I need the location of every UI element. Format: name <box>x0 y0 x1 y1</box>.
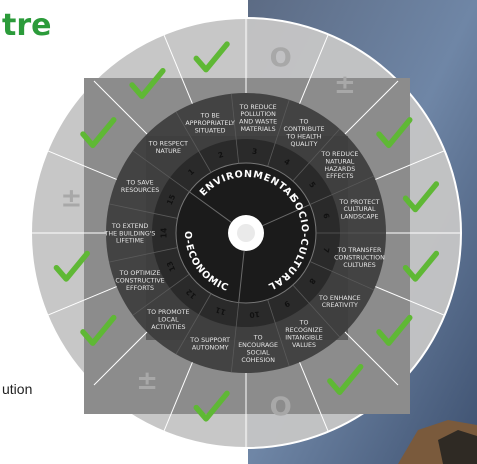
category-divider <box>238 250 245 303</box>
check-icon <box>53 250 90 282</box>
segment-divider <box>267 299 290 367</box>
segment-divider <box>175 293 212 355</box>
check-icon <box>129 67 166 99</box>
segment-divider <box>309 175 375 205</box>
segment-divider <box>230 302 240 373</box>
check-icon <box>376 314 413 346</box>
segment-divider <box>230 93 240 164</box>
outer-divider <box>375 150 445 180</box>
goal-number: 5 <box>307 180 317 190</box>
neutral-mark: O <box>270 43 292 73</box>
neutral-mark: O <box>270 393 292 423</box>
goal-number: 13 <box>165 260 177 273</box>
check-icon <box>402 250 440 282</box>
title-fragment: tre <box>2 8 52 43</box>
outer-divider <box>375 286 445 316</box>
outer-divider <box>93 331 148 386</box>
category-divider <box>189 191 232 223</box>
outer-divider <box>93 80 148 135</box>
outer-divider <box>47 150 117 180</box>
segment-dividers <box>108 93 386 373</box>
segment-divider <box>309 261 375 291</box>
segment-divider <box>108 247 178 263</box>
segment-divider <box>292 284 340 338</box>
check-icon <box>80 117 117 149</box>
outer-divider <box>344 331 399 386</box>
goal-number: 11 <box>214 305 227 317</box>
plus-minus-mark: ± <box>61 183 83 213</box>
goal-number: 4 <box>282 157 291 167</box>
outer-divider <box>47 286 117 316</box>
segment-divider <box>108 203 178 219</box>
goal-number: 1 <box>186 167 196 177</box>
segment-divider <box>132 150 190 193</box>
check-icon <box>376 117 413 149</box>
segment-divider <box>132 273 190 316</box>
goal-number: 9 <box>282 299 291 309</box>
outer-divider <box>299 362 329 432</box>
check-icon <box>193 41 230 73</box>
segment-divider <box>267 99 290 167</box>
side-text-fragment: ution <box>2 381 33 397</box>
check-icon <box>80 314 117 346</box>
goal-number: 3 <box>252 147 258 156</box>
check-icon <box>327 364 364 396</box>
goal-number: 15 <box>165 193 177 206</box>
segment-divider <box>175 111 212 173</box>
check-icon <box>402 181 440 213</box>
hub-center <box>237 224 255 242</box>
segment-divider <box>292 128 340 182</box>
goal-number: 7 <box>321 247 331 254</box>
outer-divider <box>344 80 399 135</box>
outer-marks: ± O ± O ± <box>53 41 440 423</box>
outer-divider <box>163 34 193 104</box>
goal-number: 6 <box>321 212 331 219</box>
category-dividers <box>189 191 311 303</box>
plus-minus-mark: ± <box>136 366 158 396</box>
outer-divider <box>163 362 193 432</box>
goal-number: 14 <box>160 228 169 238</box>
category-divider <box>262 204 311 227</box>
goal-number: 10 <box>249 310 260 320</box>
plus-minus-mark: ± <box>334 70 356 100</box>
goal-number: 2 <box>217 150 225 160</box>
check-icon <box>193 390 230 422</box>
outer-divider <box>299 34 329 104</box>
goal-number: 8 <box>307 276 317 286</box>
outer-dividers <box>31 18 461 448</box>
